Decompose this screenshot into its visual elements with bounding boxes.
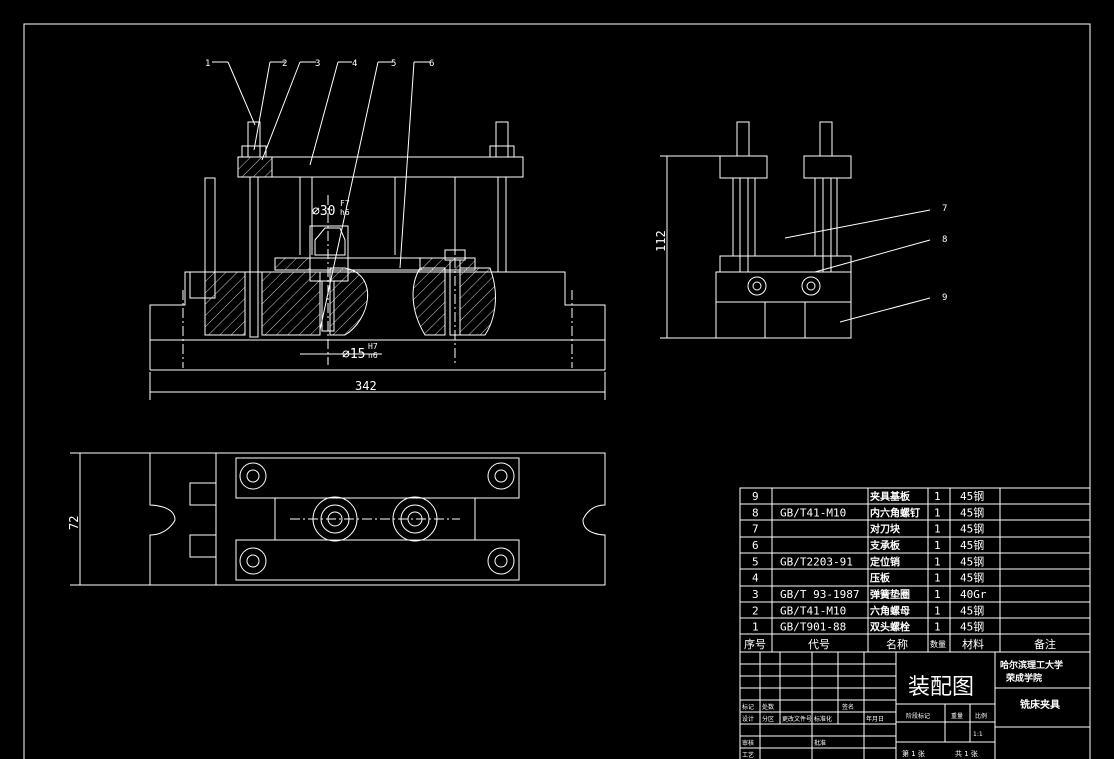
label-sign: 签名 bbox=[842, 703, 854, 711]
label-count: 处数 bbox=[762, 703, 774, 711]
school-name-line2: 荣成学院 bbox=[1005, 672, 1042, 684]
title-block: 装配图 哈尔滨理工大学 荣成学院 铣床夹具 阶段标记 重量 比例 1:1 第 1… bbox=[739, 651, 1091, 759]
bom-cell-material: 45钢 bbox=[960, 572, 984, 585]
side-view: 112 7 8 9 bbox=[654, 121, 947, 339]
bom-cell-no: 9 bbox=[752, 490, 759, 503]
bom-cell-qty: 1 bbox=[934, 490, 941, 503]
label-scale: 比例 bbox=[975, 712, 987, 720]
bom-cell-qty: 1 bbox=[934, 523, 941, 536]
label-weight: 重量 bbox=[951, 712, 963, 720]
bom-cell-no: 1 bbox=[752, 621, 759, 634]
label-standardization: 标准化 bbox=[814, 715, 832, 723]
bom-cell-qty: 1 bbox=[934, 506, 941, 519]
sheet-total: 共 1 张 bbox=[955, 749, 978, 758]
label-process: 工艺 bbox=[742, 751, 754, 759]
bom-cell-name: 夹具基板 bbox=[870, 490, 911, 503]
bom-cell-qty: 1 bbox=[934, 539, 941, 552]
bom-cell-name: 对刀块 bbox=[870, 523, 901, 536]
balloon-3: 3 bbox=[315, 59, 320, 69]
label-partition: 分区 bbox=[762, 715, 774, 723]
bom-cell-no: 7 bbox=[752, 523, 759, 536]
bom-cell-code: GB/T 93-1987 bbox=[780, 588, 859, 601]
bom-cell-qty: 1 bbox=[934, 588, 941, 601]
bom-cell-code: GB/T2203-91 bbox=[780, 555, 853, 568]
balloon-1: 1 bbox=[205, 59, 210, 69]
plan-view: 72 bbox=[67, 452, 606, 586]
dim-fit-h7: H7 bbox=[368, 342, 378, 351]
bom-cell-material: 45钢 bbox=[960, 490, 984, 503]
bom-header-qty: 数量 bbox=[930, 639, 946, 649]
dim-fit-h6: h6 bbox=[340, 208, 350, 217]
bom-cell-material: 45钢 bbox=[960, 539, 984, 552]
balloon-leaders bbox=[212, 61, 430, 331]
bom-header-no: 序号 bbox=[744, 637, 766, 651]
school-name-line1: 哈尔滨理工大学 bbox=[1000, 659, 1063, 671]
front-view bbox=[149, 121, 606, 371]
bom-cell-qty: 1 bbox=[934, 621, 941, 634]
dim-plan-width: 72 bbox=[67, 516, 81, 530]
bom-table bbox=[739, 487, 1091, 653]
dim-overall-length: 342 bbox=[355, 379, 377, 393]
bom-header-material: 材料 bbox=[962, 637, 984, 651]
bom-cell-qty: 1 bbox=[934, 555, 941, 568]
bom-cell-material: 40Gr bbox=[960, 588, 987, 601]
section-hatch-left bbox=[204, 271, 246, 336]
dim-side-height: 112 bbox=[654, 230, 668, 252]
bom-cell-no: 5 bbox=[752, 555, 759, 568]
bom-cell-qty: 1 bbox=[934, 604, 941, 617]
bom-cell-name: 双头螺栓 bbox=[870, 621, 910, 634]
balloon-8: 8 bbox=[942, 235, 947, 245]
bom-header-row: 序号 代号 名称 数量 材料 备注 bbox=[744, 637, 1056, 651]
bom-cell-no: 3 bbox=[752, 588, 759, 601]
drawing-title: 装配图 bbox=[908, 675, 974, 700]
label-stage: 阶段标记 bbox=[906, 712, 930, 720]
label-change-doc: 更改文件号 bbox=[782, 715, 812, 723]
balloon-6: 6 bbox=[429, 59, 434, 69]
label-approve: 批准 bbox=[814, 739, 826, 747]
bom-cell-material: 45钢 bbox=[960, 621, 984, 634]
bom-cell-no: 6 bbox=[752, 539, 759, 552]
bom-cell-material: 45钢 bbox=[960, 604, 984, 617]
label-review: 审核 bbox=[742, 739, 754, 747]
bom-cell-name: 弹簧垫圈 bbox=[870, 588, 910, 601]
bom-header-note: 备注 bbox=[1034, 637, 1056, 651]
bom-cell-material: 45钢 bbox=[960, 555, 984, 568]
bom-header-code: 代号 bbox=[808, 638, 830, 651]
balloon-2: 2 bbox=[282, 59, 287, 69]
label-design: 设计 bbox=[742, 715, 754, 723]
bom-header-name: 名称 bbox=[886, 637, 908, 651]
dim-bore-upper: ⌀30 bbox=[312, 204, 335, 219]
label-mark: 标记 bbox=[742, 703, 754, 711]
bom-cell-material: 45钢 bbox=[960, 506, 984, 519]
bom-cell-name: 六角螺母 bbox=[870, 604, 910, 617]
bom-cell-code: GB/T41-M10 bbox=[780, 506, 846, 519]
product-name: 铣床夹具 bbox=[1020, 698, 1060, 711]
bom-cell-code: GB/T41-M10 bbox=[780, 604, 846, 617]
bom-cell-no: 8 bbox=[752, 506, 759, 519]
bom-cell-name: 内六角螺钉 bbox=[870, 506, 920, 519]
bom-cell-material: 45钢 bbox=[960, 523, 984, 536]
balloon-5: 5 bbox=[391, 59, 396, 69]
bom-cell-no: 2 bbox=[752, 604, 759, 617]
bom-cell-code: GB/T901-88 bbox=[780, 621, 846, 634]
sheet-number: 第 1 张 bbox=[902, 749, 925, 758]
bom-cell-no: 4 bbox=[752, 572, 759, 585]
balloon-9: 9 bbox=[942, 293, 947, 303]
bom-cell-qty: 1 bbox=[934, 572, 941, 585]
bom-cell-name: 压板 bbox=[870, 572, 891, 585]
balloon-7: 7 bbox=[942, 204, 947, 214]
front-dimensions: ⌀30 F7 h6 ⌀15 H7 n6 342 bbox=[149, 199, 606, 400]
label-date: 年月日 bbox=[866, 715, 884, 723]
dim-fit-f7: F7 bbox=[340, 199, 350, 208]
scale-value: 1:1 bbox=[973, 731, 983, 738]
drawing-frame bbox=[23, 23, 1091, 759]
bom-cell-name: 支承板 bbox=[869, 539, 901, 552]
balloon-4: 4 bbox=[352, 59, 357, 69]
dim-bore-lower: ⌀15 bbox=[342, 347, 365, 362]
dim-fit-n6: n6 bbox=[368, 351, 378, 360]
balloon-numbers: 1 2 3 4 5 6 bbox=[205, 59, 434, 69]
bom-cell-name: 定位销 bbox=[870, 555, 900, 568]
